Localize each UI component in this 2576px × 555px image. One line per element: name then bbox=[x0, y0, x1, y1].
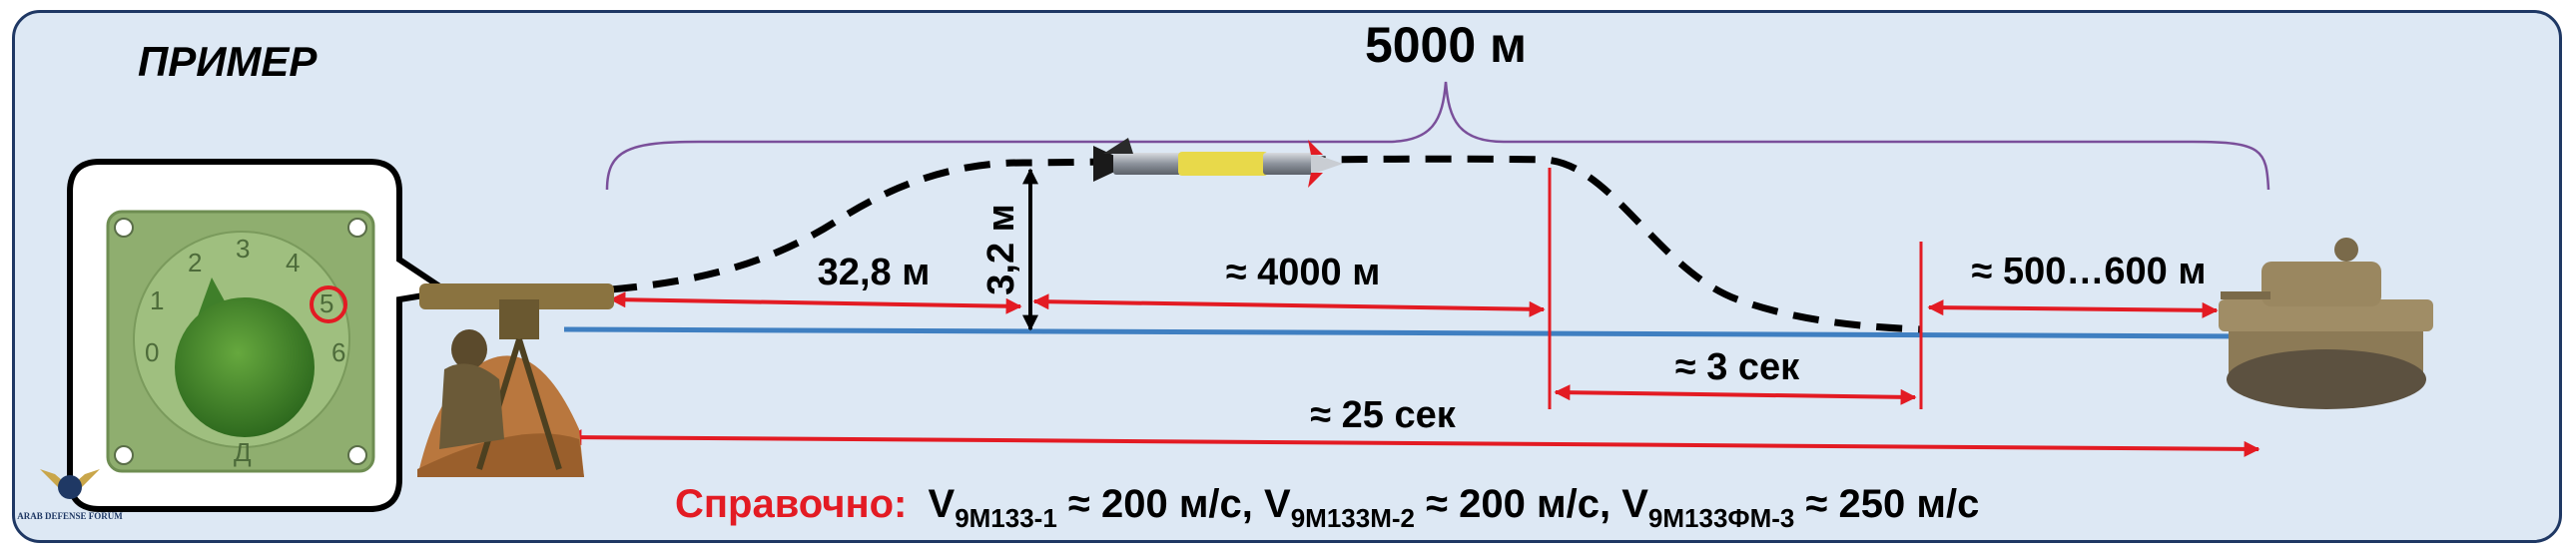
cruise-distance-label: ≈ 4000 м bbox=[1226, 252, 1381, 293]
velocity-3-symbol: V bbox=[1621, 482, 1648, 526]
flight-height-label: 3,2 м bbox=[980, 204, 1022, 295]
selector-number-3: 3 bbox=[236, 234, 250, 264]
selector-number-4: 4 bbox=[286, 248, 300, 278]
selector-letter: Д bbox=[234, 437, 252, 467]
velocity-1-symbol: V bbox=[929, 482, 956, 526]
terminal-distance-label: ≈ 500…600 м bbox=[1972, 251, 2207, 292]
velocity-3-value: ≈ 250 м/с bbox=[1794, 482, 1979, 526]
selector-number-5: 5 bbox=[320, 288, 333, 318]
selector-number-2: 2 bbox=[188, 248, 202, 278]
launch-distance-arrow bbox=[609, 291, 1022, 314]
velocity-1-value: ≈ 200 м/с, bbox=[1057, 482, 1264, 526]
selector-number-6: 6 bbox=[331, 337, 345, 367]
guidance-selector-callout: 0 1 2 3 4 5 6 Д bbox=[67, 159, 455, 512]
velocity-2-value: ≈ 200 м/с, bbox=[1415, 482, 1621, 526]
selector-knob bbox=[175, 297, 315, 437]
velocity-3-subscript: 9М133ФМ-3 bbox=[1648, 503, 1794, 533]
cruise-distance-arrow bbox=[1032, 293, 1546, 317]
reference-line: Справочно: V9М133-1 ≈ 200 м/с, V9М133М-2… bbox=[675, 482, 1979, 533]
reference-prefix: Справочно: bbox=[675, 482, 907, 526]
watermark-text: ARAB DEFENSE FORUM bbox=[17, 511, 123, 521]
terminal-distance-arrow bbox=[1927, 299, 2219, 318]
example-label: ПРИМЕР bbox=[138, 38, 318, 85]
selector-number-0: 0 bbox=[145, 337, 159, 367]
selector-number-1: 1 bbox=[150, 285, 164, 315]
selected-position-marker bbox=[310, 285, 347, 323]
missile-trajectory bbox=[610, 155, 1923, 333]
velocity-1-subscript: 9М133-1 bbox=[955, 503, 1057, 533]
total-time-arrow bbox=[565, 429, 2260, 457]
velocity-2-subscript: 9М133М-2 bbox=[1291, 503, 1415, 533]
terminal-time-arrow bbox=[1554, 384, 1917, 405]
total-distance-brace bbox=[605, 81, 2270, 191]
watermark-logo: ARAB DEFENSE FORUM bbox=[17, 469, 123, 521]
launcher-with-soldier-illustration bbox=[417, 283, 614, 477]
tank-illustration bbox=[2219, 238, 2433, 409]
ground-line bbox=[563, 326, 2259, 339]
terminal-time-label: ≈ 3 сек bbox=[1675, 346, 1800, 388]
total-time-label: ≈ 25 сек bbox=[1310, 394, 1457, 436]
launch-distance-label: 32,8 м bbox=[818, 252, 931, 293]
missile-illustration bbox=[1093, 138, 1343, 188]
total-distance-label: 5000 м bbox=[1365, 17, 1527, 73]
velocity-2-symbol: V bbox=[1264, 482, 1291, 526]
